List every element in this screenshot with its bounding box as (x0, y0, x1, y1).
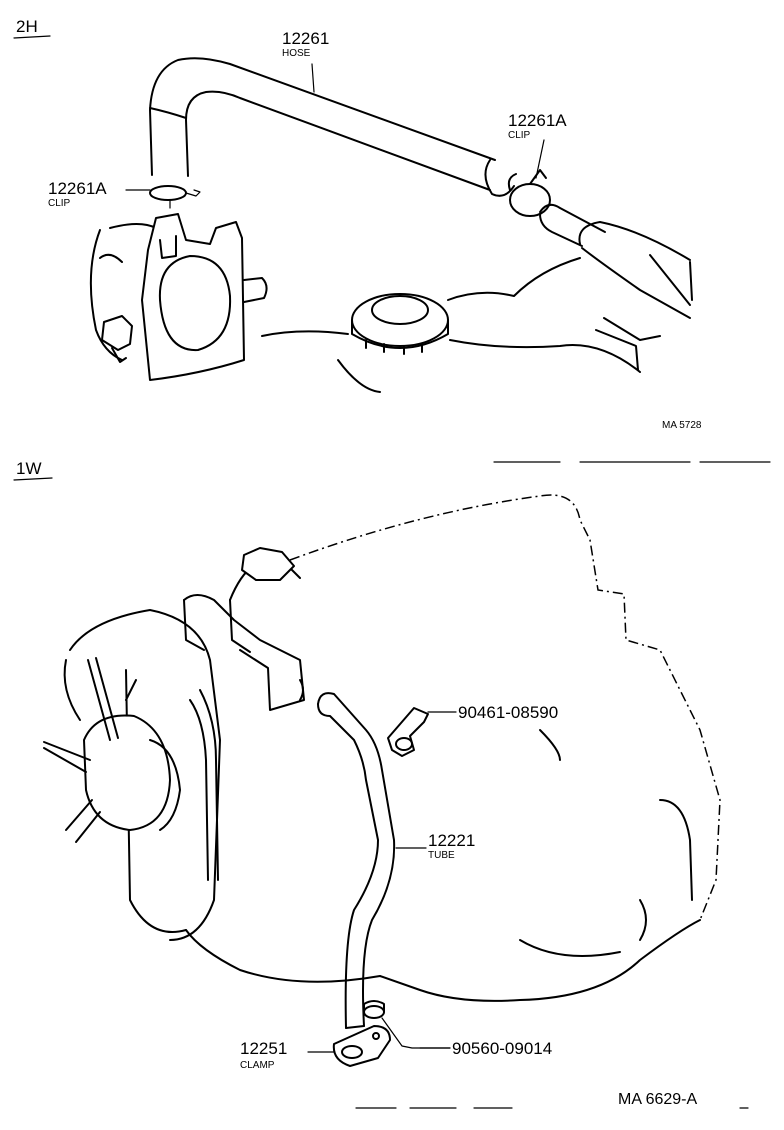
section-title-2h: 2H (16, 17, 38, 36)
clip-right-part-number: 12261A (508, 111, 567, 130)
clip-left-part-number: 12261A (48, 179, 107, 198)
engine-outline-top (261, 257, 693, 393)
clamp-part-name: CLAMP (240, 1060, 275, 1071)
hose-illustration (149, 57, 515, 197)
bottom-leader-lines (307, 711, 457, 1053)
clip-left-illustration (149, 185, 201, 209)
clamp-part-number: 12251 (240, 1039, 287, 1058)
carburetor-illustration (89, 213, 268, 381)
section-1w: 1W (13, 459, 749, 1109)
oil-cap-illustration (351, 293, 449, 355)
tube-illustration (317, 692, 396, 1029)
pipe-right-illustration (539, 203, 691, 319)
section-title-underline-1w (13, 477, 53, 481)
bracket-part-number: 90461-08590 (458, 703, 558, 722)
section-title-underline (13, 35, 51, 39)
top-leader-lines (125, 63, 545, 191)
bottom-reference-code: MA 6629-A (618, 1091, 697, 1108)
clip-right-illustration (507, 169, 551, 217)
washer-illustration (363, 1000, 385, 1019)
clamp-illustration (332, 1025, 391, 1067)
section-2h: 2H (13, 17, 702, 431)
section-title-1w: 1W (16, 459, 42, 478)
engine-block-illustration (183, 494, 721, 1002)
hose-part-name: HOSE (282, 48, 311, 59)
fan-assembly-illustration (43, 609, 221, 941)
tube-part-name: TUBE (428, 850, 455, 861)
clip-left-part-name: CLIP (48, 198, 71, 209)
clip-right-part-name: CLIP (508, 130, 531, 141)
top-reference-code: MA 5728 (662, 420, 702, 431)
tube-part-number: 12221 (428, 831, 475, 850)
hose-part-number: 12261 (282, 29, 329, 48)
bracket-illustration (387, 707, 429, 757)
washer-part-number: 90560-09014 (452, 1039, 552, 1058)
